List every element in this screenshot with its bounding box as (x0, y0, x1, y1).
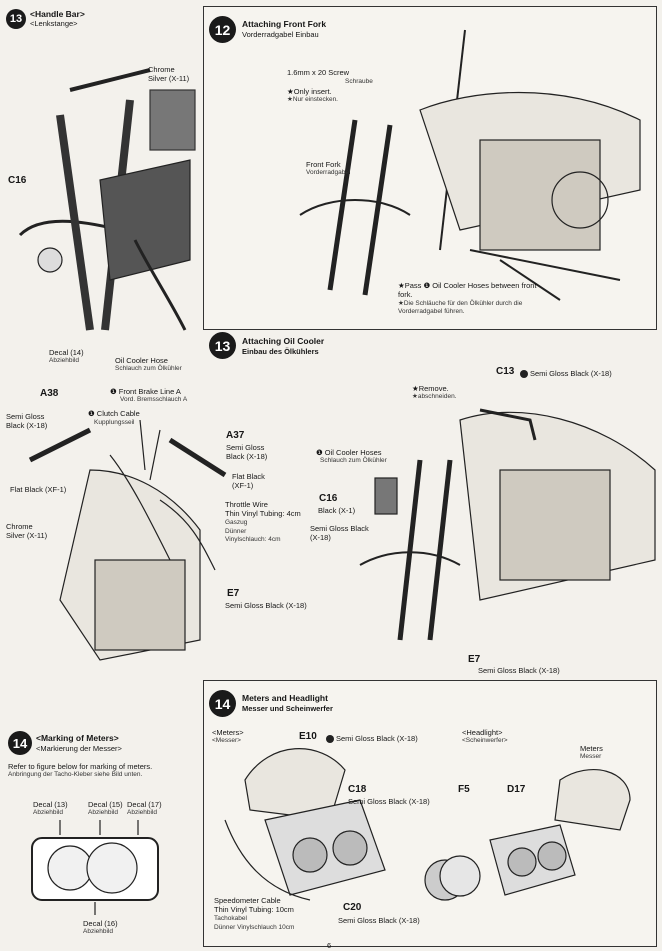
meters-subsection: <Meters> (212, 728, 244, 737)
remove-note-de: ★abschneiden. (412, 393, 457, 400)
part-c16: C16 (319, 493, 338, 504)
chrome-label: Chrome (148, 65, 175, 74)
page-number: 6 (327, 941, 332, 950)
c16-paint-black: Black (X-1) (318, 506, 356, 515)
step-number-badge: 13 (6, 9, 26, 29)
pass-hoses-note: ★Pass ❶ Oil Cooler Hoses between front f… (398, 281, 537, 299)
chrome-paint: Silver (X-11) (148, 74, 190, 83)
step-title-de: <Markierung der Messer> (36, 744, 122, 753)
part-e7: E7 (227, 588, 240, 599)
front-brake-line-label: ❶ Front Brake Line A (110, 387, 181, 396)
hose-label-de: Schlauch zum Ölkühler (115, 365, 182, 372)
screw-label-de: Schraube (345, 78, 373, 85)
decal-c-label-de: Abziehbild (127, 809, 157, 816)
throttle-wire-label-de: Gaszug (225, 519, 248, 526)
e10-paint: Semi Gloss Black (X-18) (326, 734, 418, 744)
c20-paint: Semi Gloss Black (X-18) (338, 916, 420, 925)
only-insert-note: ★Only insert. (287, 87, 332, 96)
a38-paint: Semi Gloss Black (X-18) (6, 412, 48, 430)
step-title: <Marking of Meters> (36, 733, 119, 743)
decal-label-de: Abziehbild (49, 357, 79, 364)
part-d17: D17 (507, 784, 526, 795)
part-c13: C13 (496, 366, 515, 377)
a37-paint: Semi Gloss Black (X-18) (226, 443, 268, 461)
decal-c-label: Decal (17) (127, 800, 162, 809)
decal-b-label-de: Abziehbild (88, 809, 118, 816)
step-title-de: Einbau des Ölkühlers (242, 347, 319, 356)
step-title: Attaching Front Fork (242, 19, 327, 29)
c13-paint: Semi Gloss Black (X-18) (520, 369, 612, 379)
part-a38: A38 (40, 388, 59, 399)
throttle-tubing-label-de: Dünner Vinylschlauch: 4cm (225, 528, 281, 543)
speedometer-cable-label: Speedometer Cable (214, 896, 281, 905)
oil-cooler-hoses-label-de: Schlauch zum Ölkühler (320, 457, 387, 464)
remove-note: ★Remove. (412, 384, 449, 393)
e7-paint: Semi Gloss Black (X-18) (478, 666, 560, 675)
chrome-label: Chrome (6, 522, 33, 531)
step-number-badge: 12 (209, 16, 236, 43)
hose-label: Oil Cooler Hose (115, 356, 168, 365)
step-title-de: Vorderradgabel Einbau (242, 30, 319, 39)
step-number-badge: 14 (8, 731, 32, 755)
flat-black-label: Flat Black (XF-1) (10, 485, 67, 494)
meters-label: Meters (580, 744, 603, 753)
step-number-badge: 14 (209, 690, 236, 717)
c18-paint: Semi Gloss Black (X-18) (348, 797, 430, 806)
throttle-tubing-label: Thin Vinyl Tubing: 4cm (225, 509, 301, 518)
headlight-subsection: <Headlight> (462, 728, 503, 737)
decal-a-label-de: Abziehbild (33, 809, 63, 816)
step-title-de: <Lenkstange> (30, 19, 78, 28)
e7-paint: Semi Gloss Black (X-18) (225, 601, 307, 610)
meters-label-de: Messer (580, 753, 602, 760)
cable-tubing-label-de: Dünner Vinylschlauch 10cm (214, 924, 295, 931)
part-f5: F5 (458, 784, 470, 795)
only-insert-note-de: ★Nur einstecken. (287, 96, 338, 103)
refer-note-de: Anbringung der Tacho-Kleber siehe Bild u… (8, 771, 143, 778)
pass-hoses-note-de: ★Die Schläuche für den Ölkühler durch di… (398, 300, 523, 315)
part-e10: E10 (299, 731, 317, 742)
step-number-badge: 13 (209, 332, 236, 359)
flat-black-label-right: Flat Black (XF-1) (232, 472, 265, 490)
step-title: Meters and Headlight (242, 693, 328, 703)
part-a37: A37 (226, 430, 245, 441)
step-title-de: Messer und Scheinwerfer (242, 704, 333, 713)
part-c20: C20 (343, 902, 362, 913)
meters-subsection-de: <Messer> (212, 737, 241, 744)
decal-d-label: Decal (16) (83, 919, 118, 928)
step-title: Attaching Oil Cooler (242, 336, 325, 346)
decal-label: Decal (14) (49, 348, 84, 357)
throttle-wire-label: Throttle Wire (225, 500, 268, 509)
speedometer-cable-label-de: Tachokabel (214, 915, 247, 922)
c16-paint-semigloss: Semi Gloss Black (X-18) (310, 524, 369, 542)
chrome-paint: Silver (X-11) (6, 531, 48, 540)
part-e7: E7 (468, 654, 481, 665)
oil-cooler-hoses-label: ❶ Oil Cooler Hoses (316, 448, 382, 457)
front-fork-label: Front Fork (306, 160, 341, 169)
clutch-cable-label: ❶ Clutch Cable (88, 409, 140, 418)
decal-b-label: Decal (15) (88, 800, 123, 809)
part-c16: C16 (8, 175, 27, 186)
front-brake-line-label-de: Vord. Bremsschlauch A (120, 396, 188, 403)
front-fork-label-de: Vorderradgabel (306, 169, 351, 176)
part-c18: C18 (348, 784, 367, 795)
screw-label: 1.6mm x 20 Screw (287, 68, 350, 77)
decal-d-label-de: Abziehbild (83, 928, 113, 935)
refer-note: Refer to figure below for marking of met… (8, 762, 153, 771)
clutch-cable-label-de: Kupplungsseil (94, 419, 135, 426)
step-title: <Handle Bar> (30, 9, 85, 19)
decal-a-label: Decal (13) (33, 800, 68, 809)
headlight-subsection-de: <Scheinwerfer> (462, 737, 508, 744)
cable-tubing-label: Thin Vinyl Tubing: 10cm (214, 905, 294, 914)
